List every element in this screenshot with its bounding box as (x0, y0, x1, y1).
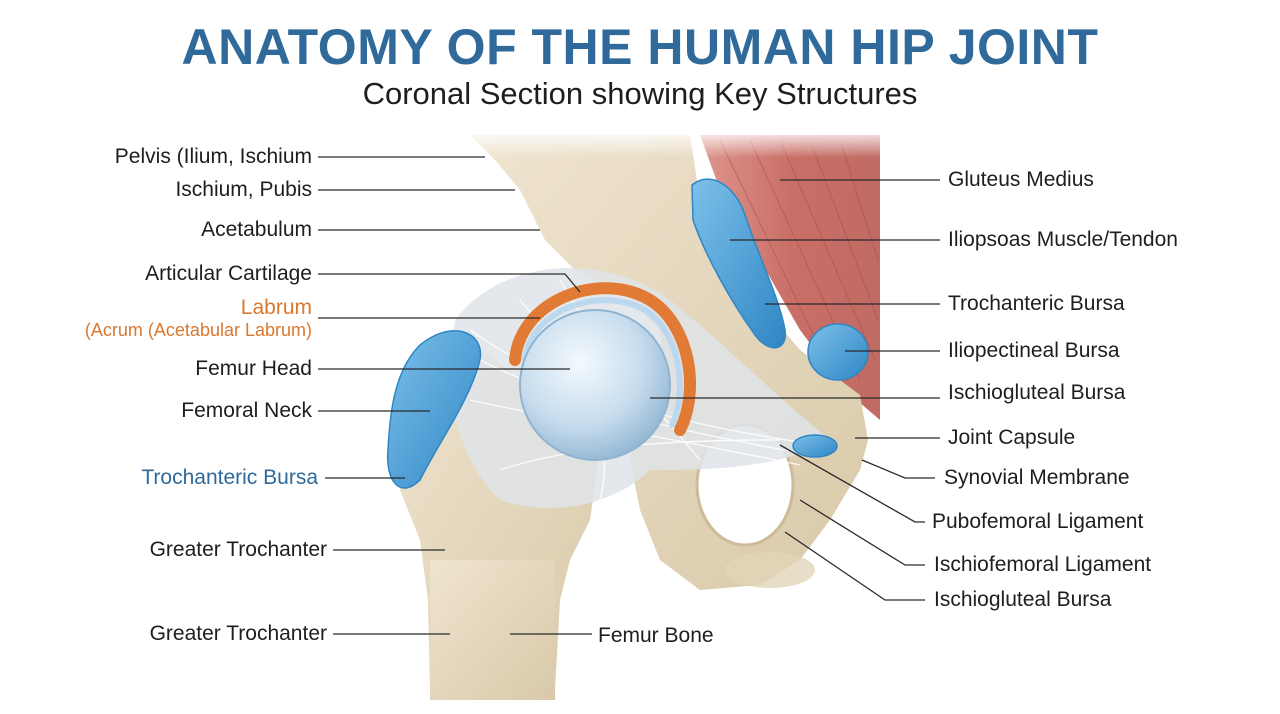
pubic-ramus (725, 552, 815, 588)
label-iliopectineal-bursa: Iliopectineal Bursa (948, 339, 1120, 362)
ischiogluteal-bursa (792, 434, 838, 458)
label-ischiofemoral-ligament: Ischiofemoral Ligament (934, 553, 1152, 576)
iliopsoas-bursa (691, 178, 786, 349)
iliopectineal-bursa (807, 323, 869, 381)
label-greater-trochanter-1: Greater Trochanter (149, 538, 327, 561)
label-greater-trochanter-2: Greater Trochanter (149, 622, 327, 645)
label-trochanteric-bursa-right: Trochanteric Bursa (948, 292, 1125, 315)
label-gluteus-medius: Gluteus Medius (948, 168, 1094, 191)
label-ischiogluteal-bursa-1: Ischiogluteal Bursa (948, 381, 1126, 404)
label-femur-bone: Femur Bone (598, 624, 714, 647)
label-ischiogluteal-bursa-2: Ischiogluteal Bursa (934, 588, 1112, 611)
label-femur-head: Femur Head (195, 357, 312, 380)
label-synovial-membrane: Synovial Membrane (944, 466, 1130, 489)
label-joint-capsule: Joint Capsule (948, 426, 1076, 449)
label-acetabulum: Acetabulum (201, 218, 312, 241)
acetabular-labrum (509, 282, 696, 436)
label-articular-cartilage: Articular Cartilage (145, 262, 312, 285)
femur-shaft (430, 560, 555, 700)
articular-cartilage (522, 297, 683, 428)
leader-lines (318, 156, 940, 635)
label-ischium-pubis: Ischium, Pubis (175, 178, 312, 201)
label-labrum: Labrum (240, 296, 312, 319)
diagram-title: ANATOMY OF THE HUMAN HIP JOINT (181, 19, 1099, 75)
top-fade (440, 128, 900, 158)
label-femoral-neck: Femoral Neck (181, 399, 312, 422)
label-trochanteric-bursa-left: Trochanteric Bursa (141, 466, 318, 489)
label-pubofemoral-ligament: Pubofemoral Ligament (932, 510, 1144, 533)
femoral-head (519, 309, 671, 461)
label-iliopsoas: Iliopsoas Muscle/Tendon (948, 228, 1178, 251)
diagram-subtitle: Coronal Section showing Key Structures (362, 76, 918, 111)
label-pelvis: Pelvis (Ilium, Ischium (114, 145, 312, 168)
label-labrum-sub: (Acrum (Acetabular Labrum) (84, 320, 312, 340)
trochanteric-bursa-left (386, 330, 482, 489)
